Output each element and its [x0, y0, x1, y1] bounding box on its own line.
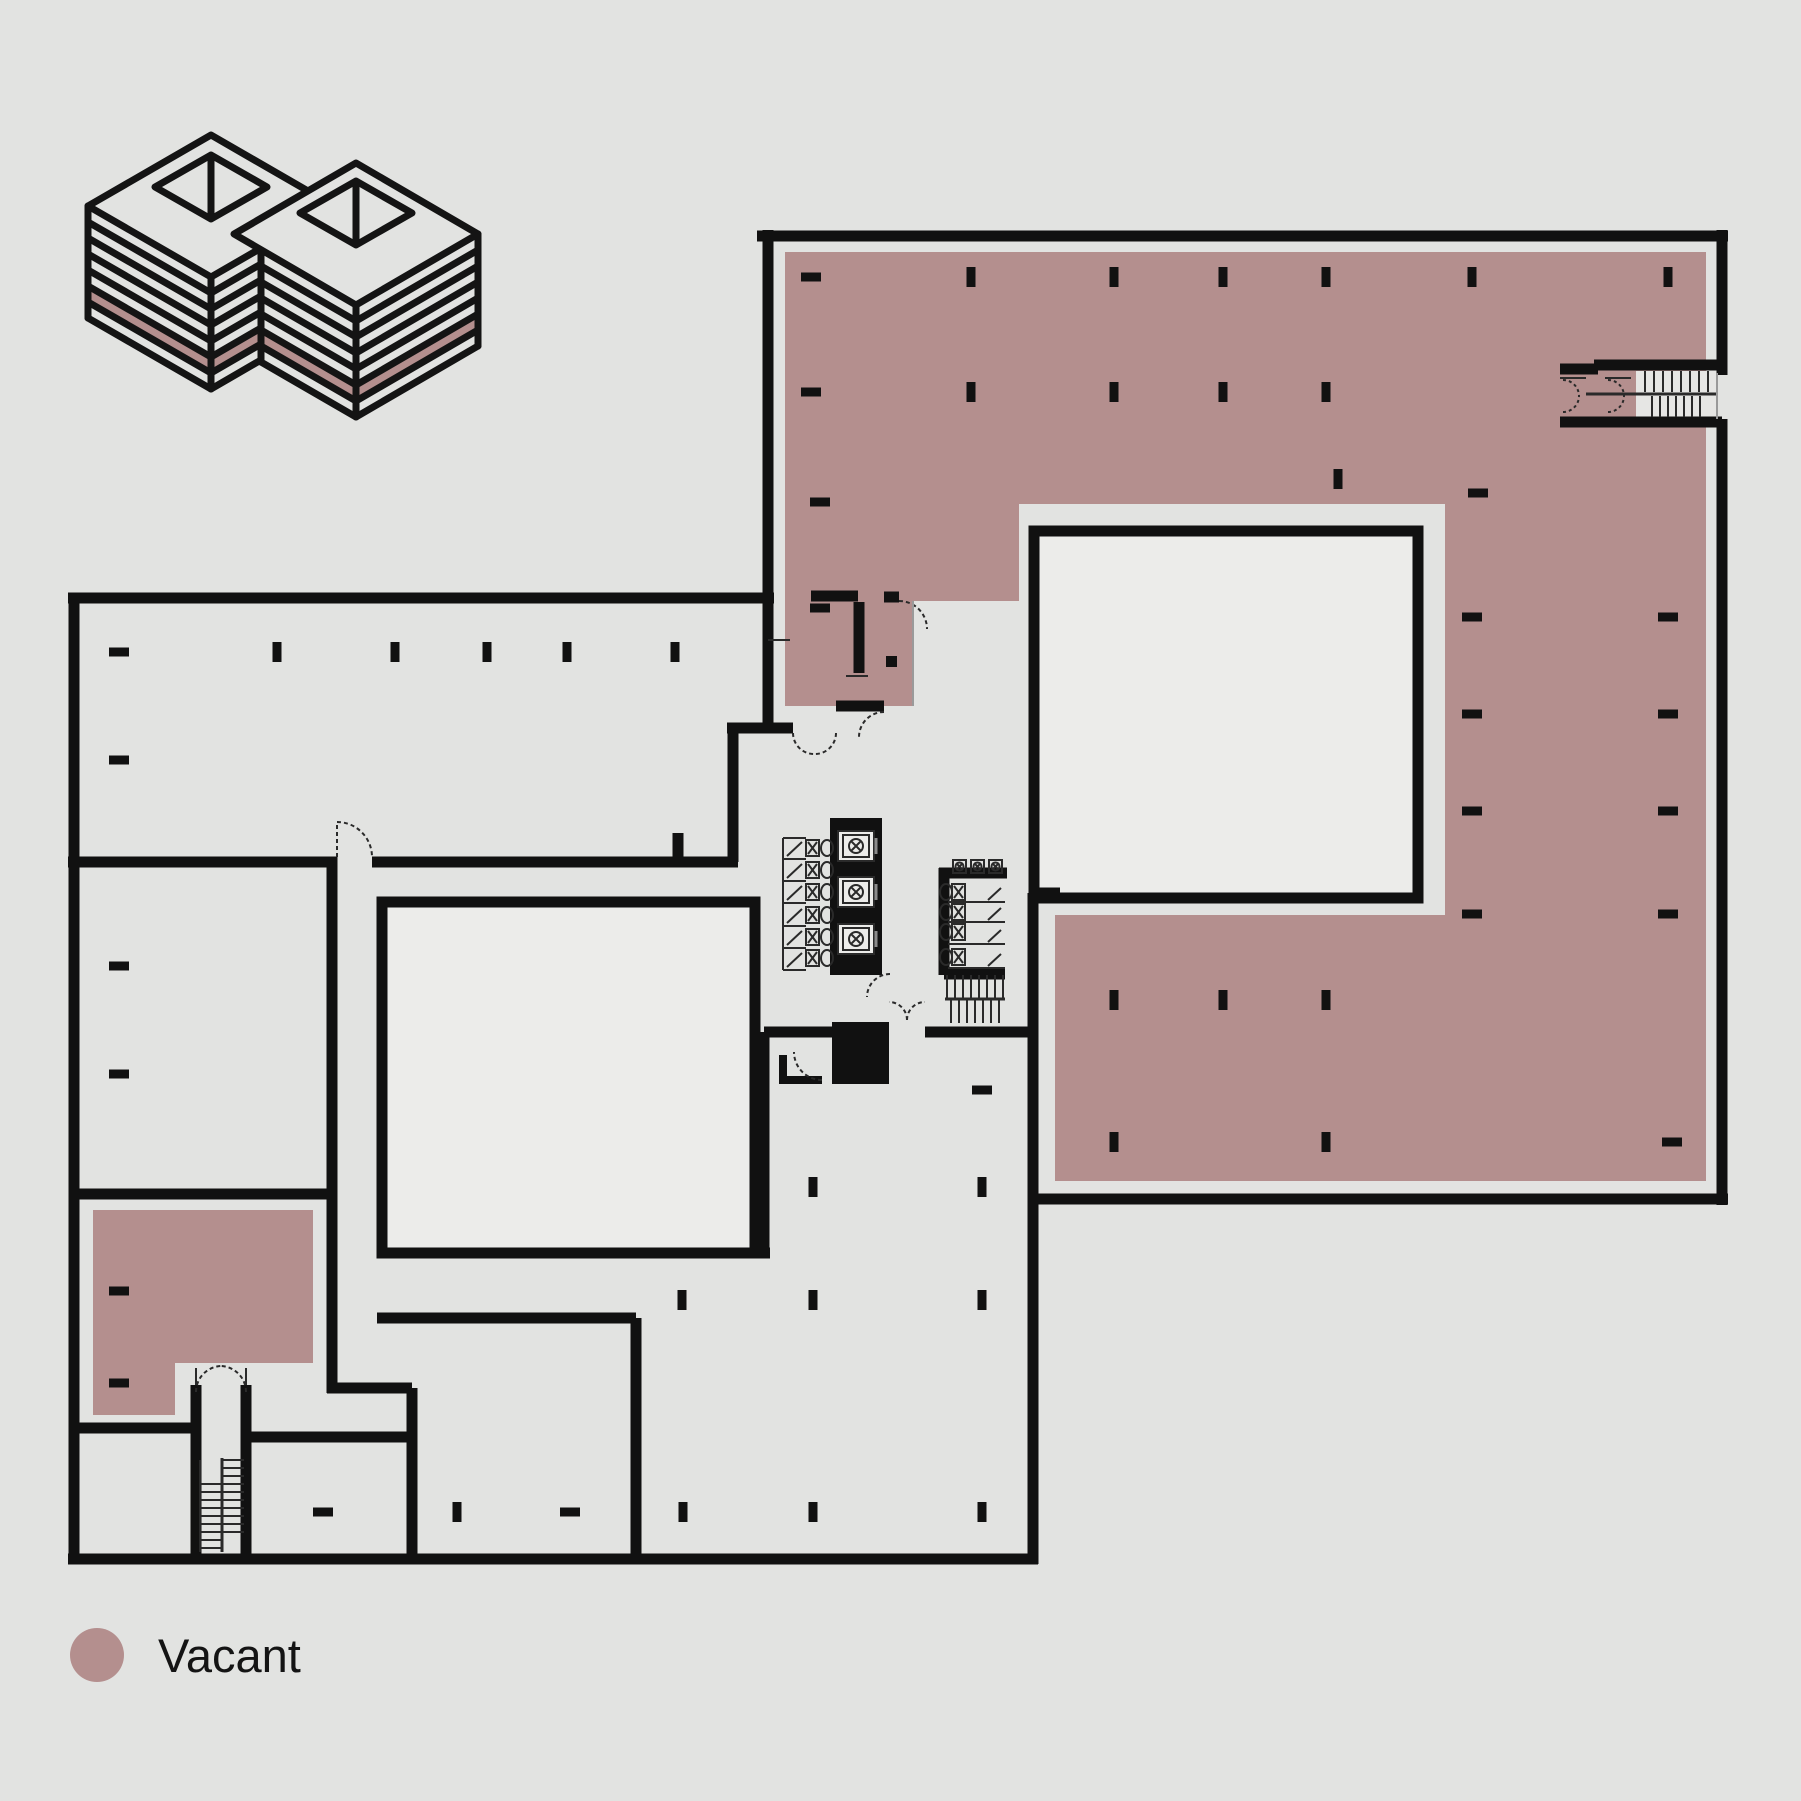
stall-partitions-right [948, 901, 1005, 969]
stairs-topright [1560, 371, 1718, 419]
column-marker [109, 1378, 129, 1388]
stall-partitions-left [782, 837, 806, 971]
column-marker [977, 1177, 987, 1197]
fixtures [195, 371, 1718, 1552]
column-marker [482, 642, 492, 662]
column-marker [1321, 382, 1331, 402]
legend: Vacant [70, 1628, 301, 1682]
column-marker [1663, 267, 1673, 287]
stall-doors-left [786, 841, 803, 968]
elevators [837, 830, 878, 955]
vestibule-post [886, 656, 897, 667]
stairs-core [945, 975, 1005, 1023]
column-marker [808, 1502, 818, 1522]
sinks [952, 859, 1003, 874]
column-marker [1321, 990, 1331, 1010]
column-marker [801, 387, 821, 397]
vacant-area-main [785, 252, 1706, 1181]
service-shaft-block [832, 1022, 889, 1084]
column-markers [109, 267, 1682, 1522]
column-marker [1462, 612, 1482, 622]
column-marker [1109, 267, 1119, 287]
stairs-bottomleft [199, 1458, 244, 1552]
doors [195, 600, 928, 1393]
door-room-entry [793, 1051, 823, 1081]
column-marker [1321, 267, 1331, 287]
column-marker [272, 642, 282, 662]
vacant-area-small-room [93, 1210, 313, 1415]
isometric-building-icon [84, 131, 482, 421]
column-marker [670, 642, 680, 662]
column-marker [1218, 382, 1228, 402]
column-marker [1658, 806, 1678, 816]
door-swing-marks [195, 639, 868, 1385]
vacant-swatch [70, 1628, 124, 1682]
column-marker [801, 272, 821, 282]
toilets-left [805, 839, 834, 967]
icon-right-block [230, 159, 482, 421]
column-marker [1109, 382, 1119, 402]
column-marker [972, 1085, 992, 1095]
column-marker [109, 1069, 129, 1079]
door-wing [336, 821, 373, 858]
column-marker [1467, 267, 1477, 287]
column-marker [109, 647, 129, 657]
column-marker [1109, 1132, 1119, 1152]
column-marker [977, 1290, 987, 1310]
column-marker [109, 1286, 129, 1296]
column-marker [1658, 909, 1678, 919]
entry-door-wall-stubs [779, 1055, 822, 1084]
door-into-vacant [898, 600, 928, 630]
column-marker [1462, 909, 1482, 919]
column-marker [810, 603, 830, 613]
door-vestibule-left-pair [792, 732, 837, 755]
toilets-right [939, 883, 966, 966]
door-bath-corridor [866, 973, 891, 998]
column-marker [109, 755, 129, 765]
column-marker [1218, 990, 1228, 1010]
vacant-areas [93, 252, 1706, 1415]
column-marker [966, 382, 976, 402]
column-marker [562, 642, 572, 662]
column-marker [678, 1502, 688, 1522]
column-marker [109, 961, 129, 971]
column-marker [313, 1507, 333, 1517]
column-marker [808, 1177, 818, 1197]
column-marker [1109, 990, 1119, 1010]
column-marker [560, 1507, 580, 1517]
column-marker [1321, 1132, 1331, 1152]
door-vacant-room-pair [195, 1365, 247, 1393]
column-marker [677, 1290, 687, 1310]
room-large-white [1028, 525, 1424, 904]
column-marker [977, 1502, 987, 1522]
column-marker [1218, 267, 1228, 287]
column-marker [1658, 709, 1678, 719]
column-marker [1662, 1137, 1682, 1147]
column-marker [452, 1502, 462, 1522]
column-marker [1468, 488, 1488, 498]
column-marker [808, 1290, 818, 1310]
column-marker [966, 267, 976, 287]
legend-label: Vacant [158, 1628, 301, 1682]
column-marker [1462, 709, 1482, 719]
stall-doors-right [987, 887, 1002, 967]
column-marker [1462, 806, 1482, 816]
column-marker [1658, 612, 1678, 622]
column-marker [1333, 469, 1343, 489]
column-marker [810, 497, 830, 507]
door-double-corridor [888, 1001, 926, 1021]
column-marker [390, 642, 400, 662]
room-center-white [376, 896, 761, 1259]
